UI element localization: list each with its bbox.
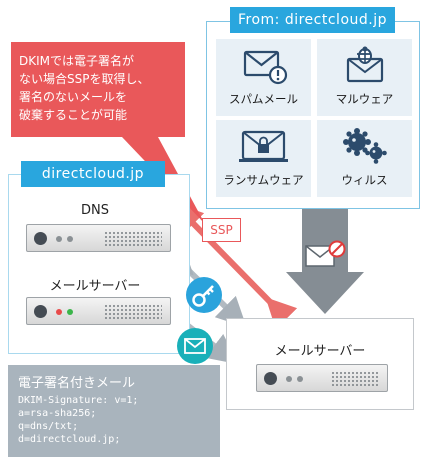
threat-tile-ransomware: ランサムウェア: [216, 120, 311, 197]
status-led: [56, 236, 62, 242]
signature-title: 電子署名付きメール: [18, 376, 136, 391]
receiving-server-rack: [256, 364, 388, 392]
spam-mail-icon: [243, 50, 288, 85]
sender-mail-server-rack: [26, 297, 171, 325]
ssp-tag: SSP: [202, 218, 241, 242]
callout-text: DKIMでは電子署名が ない場合SSPを取得し、 署名のないメールを 破棄するこ…: [19, 52, 181, 124]
threat-label: スパムメール: [229, 92, 298, 106]
status-led: [56, 309, 62, 315]
vent-grille: [104, 231, 162, 246]
threat-source-title: From: directcloud.jp: [230, 7, 395, 33]
callout-line: 破棄することが可能: [19, 108, 128, 122]
signature-code: DKIM-Signature: v=1; a=rsa-sha256; q=dns…: [18, 394, 138, 446]
sender-mail-server-label: メールサーバー: [49, 279, 141, 294]
threat-label: ランサムウェア: [223, 173, 304, 187]
signature-line: DKIM-Signature: v=1;: [18, 395, 139, 406]
threat-label: ウィルス: [341, 173, 388, 187]
sender-domain-title: directcloud.jp: [21, 161, 165, 187]
dns-server-rack: [26, 224, 171, 252]
signed-mail-icon: [177, 328, 213, 364]
status-led: [286, 376, 292, 382]
signature-panel: 電子署名付きメール DKIM-Signature: v=1; a=rsa-sha…: [8, 365, 220, 457]
malware-icon: [346, 46, 384, 83]
key-icon: [186, 277, 222, 313]
receiving-server-label: メールサーバー: [274, 344, 366, 359]
blocked-mail-icon: [305, 240, 346, 267]
callout-line: 署名のないメールを: [19, 90, 128, 104]
dns-label: DNS: [81, 203, 109, 218]
virus-icon: [343, 128, 387, 164]
threat-tile-spam: スパムメール: [216, 39, 311, 116]
power-knob: [34, 232, 47, 245]
sender-domain-panel: [8, 174, 190, 354]
threat-tile-virus: ウィルス: [317, 120, 412, 197]
ransomware-icon: [239, 130, 288, 162]
callout-line: ない場合SSPを取得し、: [19, 72, 150, 86]
power-knob: [264, 372, 277, 385]
callout-line: DKIMでは電子署名が: [19, 54, 135, 68]
signature-line: a=rsa-sha256;: [18, 408, 97, 419]
status-led: [67, 236, 73, 242]
signature-line: d=directcloud.jp;: [18, 434, 121, 445]
signature-line: q=dns/txt;: [18, 421, 79, 432]
dkim-callout: DKIMでは電子署名が ない場合SSPを取得し、 署名のないメールを 破棄するこ…: [11, 42, 185, 137]
power-knob: [34, 305, 47, 318]
status-led: [297, 376, 303, 382]
threat-tile-malware: マルウェア: [317, 39, 412, 116]
vent-grille: [331, 371, 379, 386]
threat-label: マルウェア: [335, 92, 394, 106]
status-led: [67, 309, 73, 315]
vent-grille: [104, 304, 162, 319]
